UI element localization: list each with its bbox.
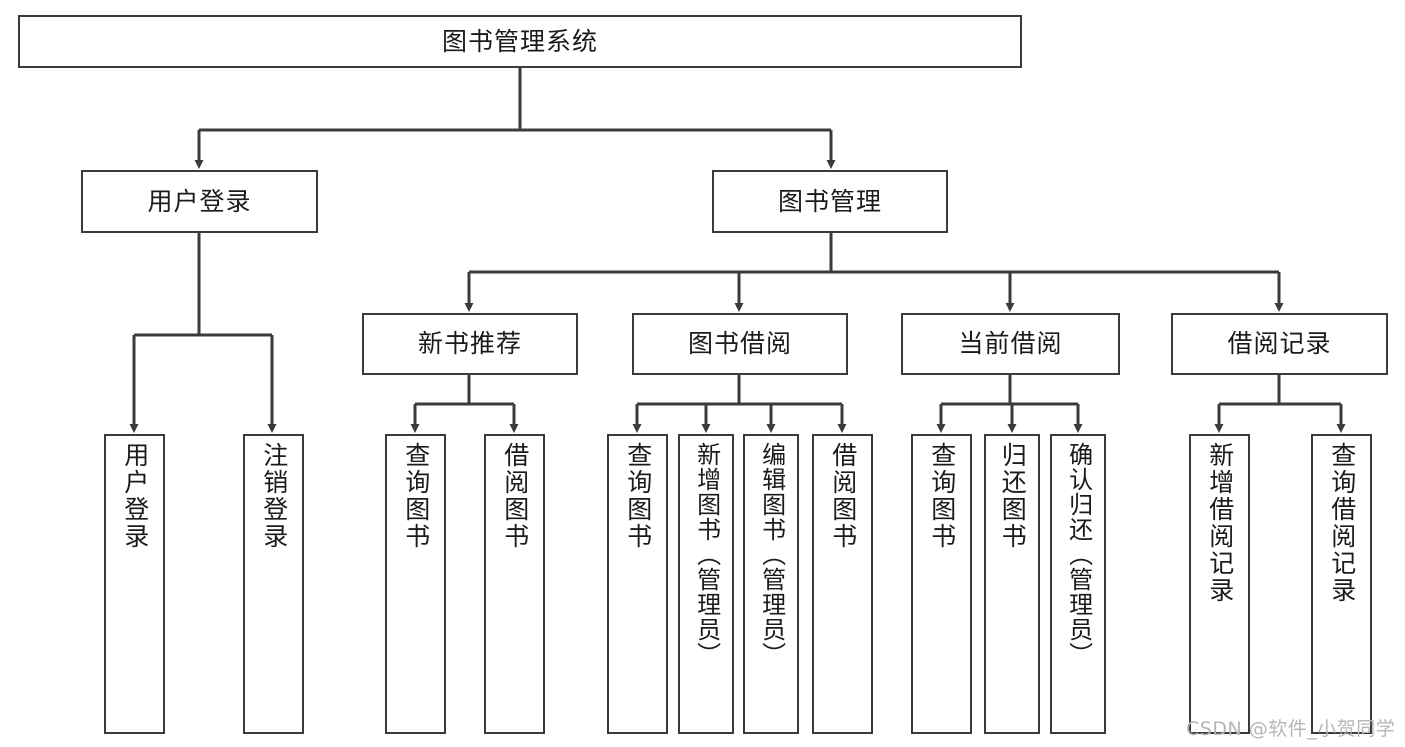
edge-newbook-to-leaves: [410, 375, 519, 433]
node-leaf-user-login[interactable]: 用户登录: [104, 434, 165, 734]
node-label: 借阅图书: [500, 442, 530, 550]
node-label: 图书管理系统: [441, 26, 598, 56]
node-label: 新增图书（管理员）: [692, 442, 721, 667]
node-label: 确认归还（管理员）: [1064, 442, 1093, 667]
node-book-management[interactable]: 图书管理: [712, 170, 948, 233]
node-user-login[interactable]: 用户登录: [81, 170, 318, 233]
node-label: 图书管理: [777, 186, 882, 216]
edge-root-to-level2: [194, 68, 836, 169]
node-label: 注销登录: [259, 442, 289, 550]
edge-userlogin-to-leaves: [129, 233, 277, 433]
node-label: 新书推荐: [417, 329, 522, 359]
node-book-borrowing[interactable]: 图书借阅: [632, 313, 848, 375]
node-label: 查询图书: [401, 442, 431, 550]
node-label: 用户登录: [147, 186, 252, 216]
node-label: 新增借阅记录: [1205, 442, 1235, 604]
node-label: 查询借阅记录: [1327, 442, 1357, 604]
edge-borrowrecord-to-leaves: [1214, 375, 1346, 433]
node-label: 图书借阅: [687, 329, 792, 359]
node-label: 借阅记录: [1227, 329, 1332, 359]
node-leaf-borrow-book-newbook[interactable]: 借阅图书: [484, 434, 545, 734]
node-root-system[interactable]: 图书管理系统: [18, 15, 1022, 68]
node-leaf-add-borrow-record[interactable]: 新增借阅记录: [1189, 434, 1250, 734]
node-leaf-query-book-current[interactable]: 查询图书: [911, 434, 972, 734]
node-leaf-add-book-admin[interactable]: 新增图书（管理员）: [678, 434, 734, 734]
node-leaf-query-borrow-record[interactable]: 查询借阅记录: [1311, 434, 1372, 734]
node-label: 用户登录: [120, 442, 150, 550]
node-leaf-borrow-book[interactable]: 借阅图书: [812, 434, 873, 734]
edge-bookmgmt-to-level3: [464, 233, 1284, 312]
node-borrowing-record[interactable]: 借阅记录: [1171, 313, 1388, 375]
node-leaf-confirm-return-admin[interactable]: 确认归还（管理员）: [1050, 434, 1106, 734]
node-label: 当前借阅: [958, 329, 1063, 359]
node-label: 查询图书: [623, 442, 653, 550]
node-label: 查询图书: [927, 442, 957, 550]
edge-currentborrow-to-leaves: [936, 375, 1083, 433]
node-label: 借阅图书: [828, 442, 858, 550]
node-leaf-query-book-borrow[interactable]: 查询图书: [607, 434, 668, 734]
node-current-borrowing[interactable]: 当前借阅: [901, 313, 1120, 375]
node-label: 归还图书: [998, 442, 1028, 550]
node-leaf-return-book[interactable]: 归还图书: [984, 434, 1040, 734]
edge-bookborrow-to-leaves: [632, 375, 847, 433]
node-leaf-edit-book-admin[interactable]: 编辑图书（管理员）: [743, 434, 799, 734]
node-new-book-recommendation[interactable]: 新书推荐: [362, 313, 578, 375]
node-label: 编辑图书（管理员）: [757, 442, 786, 667]
node-leaf-query-book-newbook[interactable]: 查询图书: [385, 434, 446, 734]
node-leaf-logout[interactable]: 注销登录: [243, 434, 304, 734]
